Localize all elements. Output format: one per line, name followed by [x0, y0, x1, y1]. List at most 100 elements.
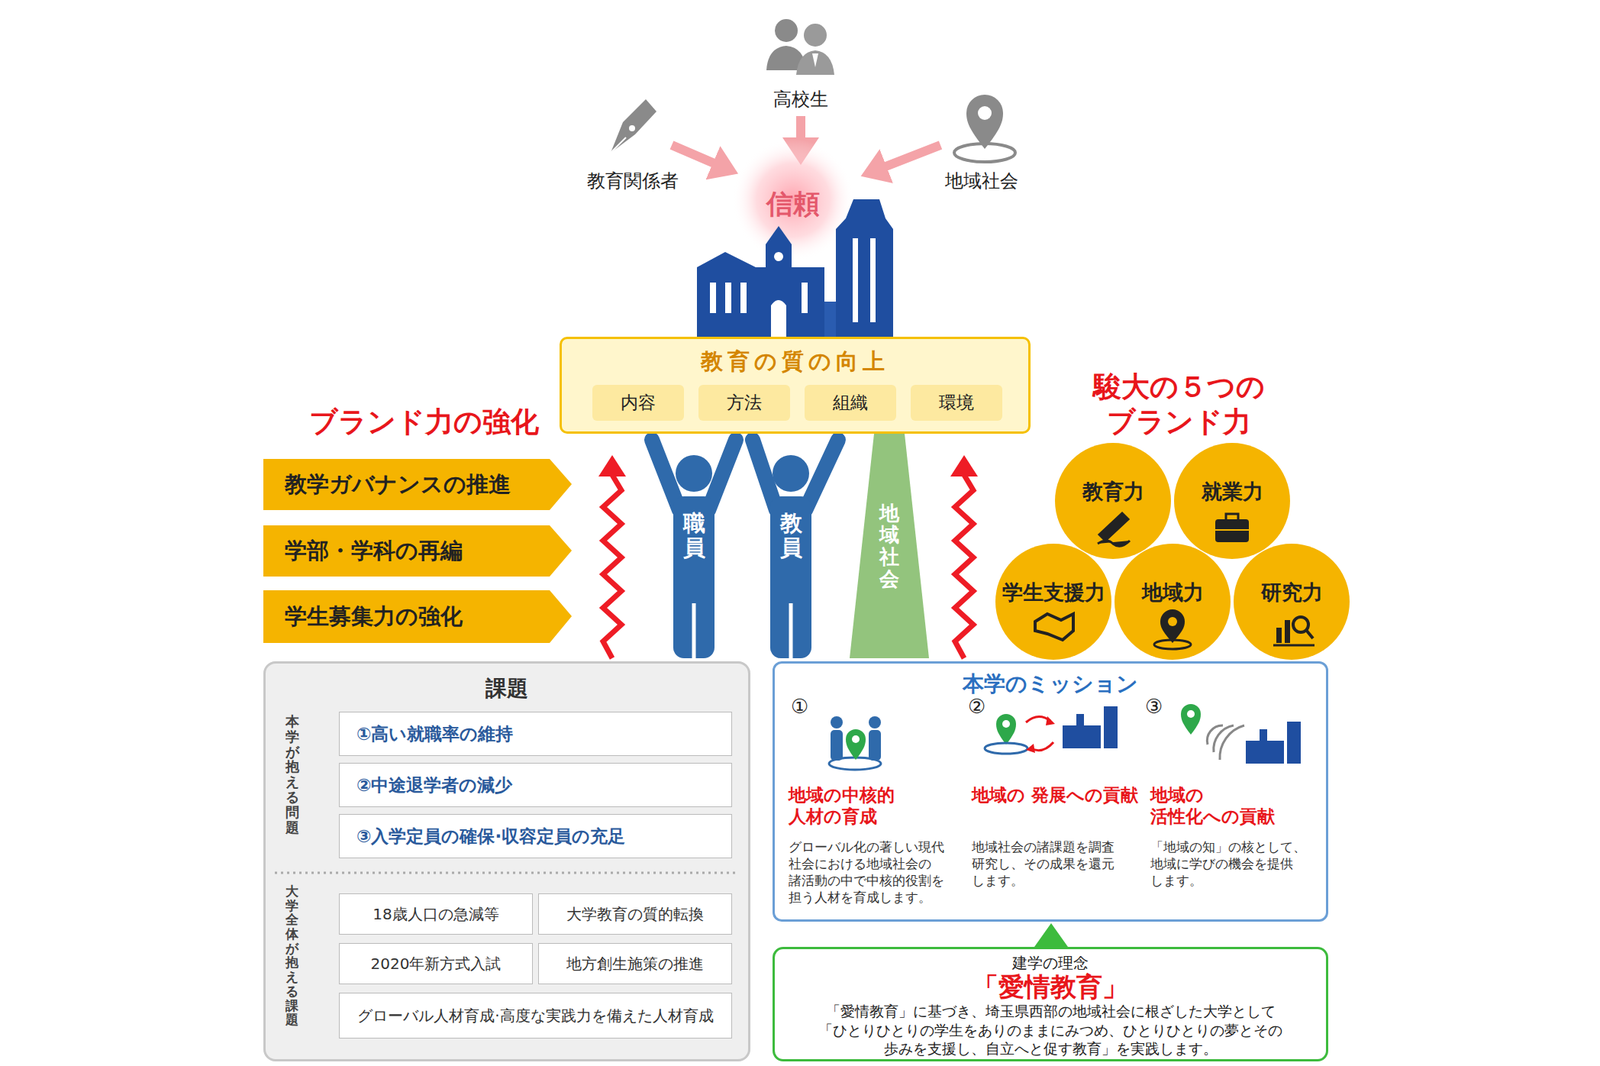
founding-philosophy-panel-text: 建学の理念 [1012, 953, 1089, 972]
mission-title: 地域の 活性化への貢献 [1150, 784, 1323, 827]
mission-icons-part [1103, 706, 1118, 749]
brand-circles [995, 442, 1350, 660]
brand-arrows-part [263, 525, 572, 577]
campus-building-part [765, 244, 792, 275]
issue-box: ②中途退学者の減少 [338, 762, 733, 807]
campus-building [696, 199, 894, 337]
callout-number: ③ [1145, 694, 1163, 718]
mission-icons [829, 703, 1301, 770]
founding-philosophy-panel-text: 「愛情教育」 [972, 971, 1129, 1002]
mission-icons-part [1259, 729, 1268, 741]
quality-item-text: 組織 [832, 390, 868, 415]
human-figures-part [692, 603, 697, 659]
brand-circle-text: 地域力 [1141, 578, 1204, 607]
mission-icons-part [1045, 716, 1055, 726]
brand-arrows-part [263, 458, 572, 510]
brand-circles-part [1114, 543, 1231, 660]
brand-circle-text: 教育力 [1082, 477, 1145, 506]
issue-box-text: ①高い就職率の維持 [356, 722, 513, 746]
issue-box: ③入学定員の確保·収容定員の充足 [338, 813, 733, 859]
stakeholder-icons-part [954, 143, 1016, 162]
issues-panel-text: 課題 [265, 674, 749, 704]
mission-icons-part [1219, 725, 1245, 760]
issue-box-text: 18歳人口の急減等 [372, 903, 499, 925]
brand-circles-part [1273, 644, 1315, 647]
staff-figure: 職員 [673, 496, 715, 604]
trust-arrows-part [671, 145, 722, 167]
brand-circles-part [1306, 629, 1313, 639]
mission-icons-part [845, 729, 866, 760]
issues-panel-ground-part [263, 661, 751, 1062]
brand-circles-part [1160, 609, 1185, 643]
campus-building-part [709, 282, 717, 313]
brand-circles-part [1154, 639, 1191, 649]
brand-circle: 学生支援力 [995, 543, 1112, 660]
community-pillar: 地域社会 [849, 433, 930, 659]
mission-icons-part [1213, 725, 1234, 752]
campus-building-part [770, 300, 787, 337]
human-figures-part [770, 496, 812, 659]
group-label: 本学が 抱える問題 [285, 713, 300, 835]
issue-box-text: ③入学定員の確保·収容定員の充足 [356, 824, 626, 849]
human-figures-part [675, 454, 713, 492]
human-figures-part [651, 439, 680, 510]
issue-box: 大学教育の質的転換 [538, 893, 733, 935]
quality-box-text: 教育の質の向上 [561, 346, 1029, 378]
brand-circles-part [995, 543, 1112, 660]
human-figures-part [805, 439, 839, 510]
quality-item-text: 環境 [938, 390, 975, 415]
brand-circle: 地域力 [1114, 543, 1231, 660]
issue-box-text: グローバル人材育成·高度な実践力を備えた人材育成 [357, 1005, 713, 1026]
brand-circles-part [1225, 513, 1239, 521]
campus-building-part [696, 251, 756, 268]
issue-box-text: 地方創生施策の推進 [566, 953, 704, 975]
stakeholder-icons-part [610, 137, 626, 153]
mission-icons-part [1287, 721, 1301, 764]
quality-item-text: 方法 [726, 390, 762, 415]
issue-box: 地方創生施策の推進 [538, 942, 733, 984]
brand-circles-part [1054, 442, 1171, 559]
mission-icons-part [868, 716, 881, 729]
community-pillar [849, 433, 930, 659]
group-label: 大学全体が 抱える課題 [285, 883, 299, 1027]
brand-circle: 就業力 [1174, 442, 1291, 559]
brand-circle-text: 学生支援力 [1002, 578, 1106, 607]
brand-arrows [263, 458, 572, 643]
zigzag-arrows-part [603, 474, 622, 659]
stakeholder-icons-part [966, 94, 1004, 149]
strategy-arrow: 学部・学科の再編 [263, 525, 550, 577]
quality-item: 方法 [698, 384, 791, 421]
stakeholder-icons-part [977, 106, 992, 120]
connector-arrow [1034, 922, 1068, 947]
brand-circle: 研究力 [1233, 543, 1350, 660]
stakeholder-icons-part [629, 125, 636, 132]
zigzag-arrows-part [950, 454, 978, 477]
founding-philosophy-panel-text: 「愛情教育」に基づき、埼玉県西部の地域社会に根ざした大学として 「ひとりひとりの… [783, 1001, 1318, 1059]
mission-icons-part [1180, 703, 1201, 735]
faculty-figure: 教員 [770, 496, 812, 604]
campus-building-part [696, 267, 825, 337]
campus-building-part [835, 199, 894, 337]
mission-panel-text: 本学のミッション [774, 669, 1326, 699]
stakeholder-icons [610, 19, 1016, 162]
human-figures [651, 439, 839, 659]
mission-icons-part [830, 729, 843, 761]
community-pillar-part [849, 433, 930, 659]
quality-item: 内容 [592, 384, 684, 421]
mission-icons-part [1187, 709, 1195, 718]
section-heading: 駿大の５つの ブランド力 [1056, 369, 1301, 441]
strategy-arrow: 教学ガバナンスの推進 [263, 458, 550, 510]
brand-circle: 教育力 [1054, 442, 1171, 559]
mission-text: 「地域の知」の核として、 地域に学びの機会を提供 します。 [1150, 838, 1315, 889]
mission-icons-part [984, 742, 1028, 754]
issue-box: グローバル人材育成·高度な実践力を備えた人材育成 [338, 992, 733, 1039]
quality-item-text: 内容 [620, 390, 656, 415]
brand-circles-part [1035, 613, 1074, 640]
brand-circles-part [1284, 619, 1291, 643]
strategy-arrow-text: 学生募集力の強化 [284, 601, 463, 633]
mission-title: 地域の 発展への貢献 [971, 784, 1148, 807]
campus-building-part [725, 282, 732, 313]
mission-icons-part [1025, 743, 1036, 753]
mission-icons-part [1062, 725, 1101, 749]
